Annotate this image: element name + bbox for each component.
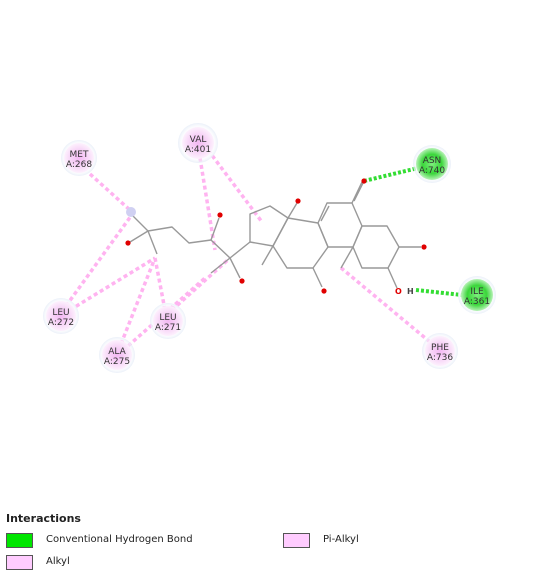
ligand-skeleton xyxy=(129,180,421,289)
residue-val401: VAL A:401 xyxy=(178,123,218,163)
legend-label: Pi-Alkyl xyxy=(323,534,359,545)
alkyl-leu272-a xyxy=(64,214,133,308)
alkyl-leu271-b xyxy=(170,256,232,312)
residue-met268: MET A:268 xyxy=(61,140,97,176)
oxygen-atom xyxy=(217,212,223,218)
legend-item-hbond: Conventional Hydrogen Bond xyxy=(6,533,256,549)
residue-name: VAL xyxy=(190,135,207,145)
alkyl-phe736 xyxy=(338,265,432,344)
residue-name: PHE xyxy=(431,343,449,353)
residue-name: ALA xyxy=(108,347,126,357)
residue-number: A:268 xyxy=(66,160,92,170)
interaction-diagram: O H MET A:268 VAL A:401 ASN A:740 ILE A:… xyxy=(43,123,496,373)
residue-number: A:401 xyxy=(185,145,211,155)
residue-number: A:272 xyxy=(48,318,74,328)
hydroxyl-o-label: O xyxy=(395,287,402,296)
residue-name: ILE xyxy=(470,287,484,297)
legend-title: Interactions xyxy=(6,512,81,525)
residue-leu272: LEU A:272 xyxy=(43,298,79,334)
oxygen-atom xyxy=(239,278,245,284)
hydroxyl-h-label: H xyxy=(407,287,414,296)
residue-name: LEU xyxy=(159,313,176,323)
oxygen-atom xyxy=(361,178,367,184)
residue-name: ASN xyxy=(423,156,442,166)
alkyl-ala275 xyxy=(119,257,157,345)
residue-number: A:271 xyxy=(155,323,181,333)
residue-leu271: LEU A:271 xyxy=(150,303,186,339)
legend-item-alkyl: Alkyl xyxy=(6,555,256,571)
legend-swatch-hbond xyxy=(6,533,33,548)
residue-number: A:736 xyxy=(427,353,453,363)
residue-number: A:361 xyxy=(464,297,490,307)
hbond-interactions xyxy=(363,166,463,297)
residue-number: A:740 xyxy=(419,166,445,176)
oxygen-atoms xyxy=(125,178,427,294)
legend-item-pi-alkyl: Pi-Alkyl xyxy=(283,533,483,549)
oxygen-atom xyxy=(321,288,327,294)
legend-label: Alkyl xyxy=(46,556,70,567)
alkyl-leu271-a xyxy=(153,257,167,311)
alkyl-val401-b xyxy=(206,148,264,224)
legend-label: Conventional Hydrogen Bond xyxy=(46,534,193,545)
oxygen-atom xyxy=(125,240,131,246)
residue-name: MET xyxy=(70,150,89,160)
hbond-asn740 xyxy=(363,166,419,183)
alkyl-met268 xyxy=(88,172,133,213)
oxygen-atom xyxy=(295,198,301,204)
hbond-ile361 xyxy=(415,288,463,297)
legend: Interactions Conventional Hydrogen Bond … xyxy=(0,505,557,583)
residue-name: LEU xyxy=(52,308,69,318)
residue-asn740: ASN A:740 xyxy=(413,145,451,183)
residue-ile361: ILE A:361 xyxy=(458,276,496,314)
alkyl-leu272-b xyxy=(69,256,156,312)
legend-swatch-pi-alkyl xyxy=(283,533,310,548)
residue-ala275: ALA A:275 xyxy=(99,337,135,373)
oxygen-atom xyxy=(421,244,427,250)
residue-number: A:275 xyxy=(104,357,130,367)
legend-swatch-alkyl xyxy=(6,555,33,570)
residue-phe736: PHE A:736 xyxy=(422,333,458,369)
methyl-carbon xyxy=(126,207,136,217)
